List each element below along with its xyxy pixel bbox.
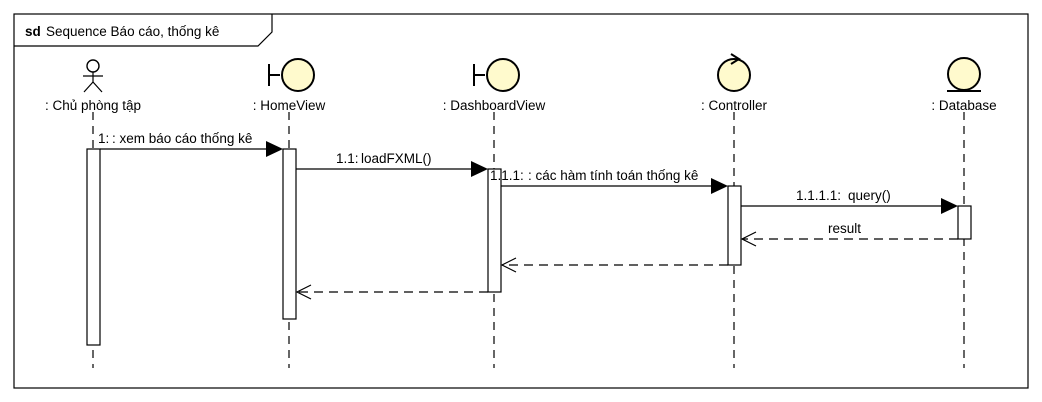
- activation-owner: [86, 148, 101, 346]
- message-1-1: 1.1: loadFXML(): [296, 151, 488, 177]
- return-to-dashboardview: [500, 257, 728, 273]
- lifeline-homeview-label: : HomeView: [253, 98, 326, 113]
- message-1-arrowhead: [266, 141, 283, 157]
- boundary-icon: [473, 58, 520, 92]
- message-1-label: : xem báo cáo thống kê: [112, 131, 252, 146]
- frame-keyword: sd: [25, 24, 41, 39]
- message-1-number: 1:: [98, 131, 109, 146]
- activation-dashboardview: [487, 168, 502, 293]
- message-1-1-1-number: 1.1.1:: [490, 168, 524, 183]
- return-result: result: [740, 221, 958, 247]
- message-1-1-1-1-label: query(): [848, 188, 891, 203]
- return-result-arrowhead: [740, 231, 757, 247]
- lifeline-database-label: : Database: [931, 98, 996, 113]
- frame-title: Sequence Báo cáo, thống kê: [46, 24, 219, 39]
- message-1-1-number: 1.1:: [336, 151, 359, 166]
- lifeline-owner-label: : Chủ phòng tập: [45, 98, 141, 113]
- lifeline-dashboardview-label: : DashboardView: [443, 98, 546, 113]
- diagram-frame: [13, 13, 1029, 389]
- message-1-1-1-1: 1.1.1.1: query(): [741, 188, 958, 214]
- message-1-1-1: 1.1.1: : các hàm tính toán thống kê: [490, 168, 728, 194]
- message-1-1-1-arrowhead: [711, 178, 728, 194]
- message-1: 1: : xem báo cáo thống kê: [98, 131, 283, 157]
- boundary-icon: [268, 58, 315, 92]
- frame-title-tab: [14, 14, 273, 47]
- message-1-1-1-1-arrowhead: [941, 198, 958, 214]
- message-1-1-arrowhead: [471, 161, 488, 177]
- message-1-1-label: loadFXML(): [361, 151, 432, 166]
- message-1-1-1-1-number: 1.1.1.1:: [796, 188, 841, 203]
- return-to-dashboardview-arrowhead: [500, 257, 517, 273]
- return-result-label: result: [828, 221, 861, 236]
- actor-icon: [83, 59, 103, 93]
- return-to-homeview: [295, 284, 488, 300]
- control-icon: [717, 53, 751, 92]
- return-to-homeview-arrowhead: [295, 284, 312, 300]
- lifeline-controller-label: : Controller: [701, 98, 768, 113]
- entity-icon: [947, 57, 981, 92]
- activation-homeview: [282, 148, 297, 320]
- activation-database: [957, 205, 972, 240]
- message-1-1-1-label: : các hàm tính toán thống kê: [528, 168, 698, 183]
- activation-controller: [727, 185, 742, 266]
